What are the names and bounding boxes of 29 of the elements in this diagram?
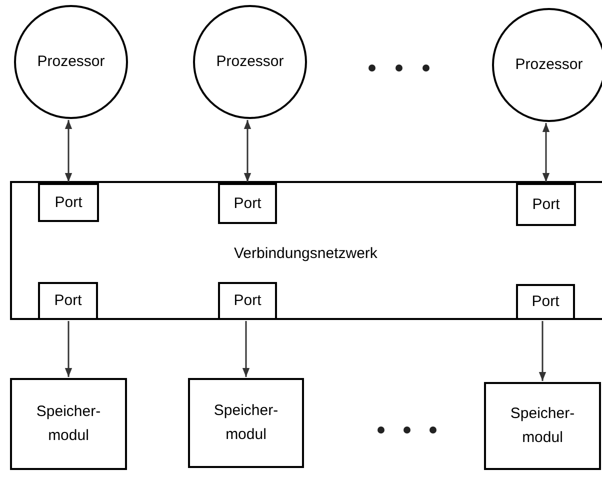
arrow: [64, 120, 72, 182]
port-box: [516, 284, 575, 320]
node-label: Port: [54, 291, 82, 311]
network-label: Verbindungsnetzwerk: [234, 244, 378, 264]
port-box: [516, 183, 576, 226]
memory-box: [188, 378, 304, 468]
port-box: [218, 183, 277, 224]
port-box: [218, 282, 277, 320]
memory-box: [10, 378, 127, 470]
node-label: Port: [532, 292, 560, 312]
node-label: Port: [54, 192, 82, 212]
memory-box: [484, 382, 601, 470]
node-label: Prozessor: [515, 55, 583, 75]
network-box: [10, 181, 602, 320]
port-box: [38, 183, 99, 222]
arrow: [244, 120, 252, 182]
node-label: Port: [234, 291, 262, 311]
arrow: [538, 321, 546, 381]
port-box: [38, 282, 98, 320]
node-label: Speicher- modul: [212, 401, 280, 445]
node-label: Prozessor: [216, 52, 284, 72]
arrow: [542, 123, 550, 182]
node-label: Speicher- modul: [35, 402, 102, 446]
arrow: [242, 321, 250, 377]
node-label: Port: [532, 194, 560, 214]
node-label: Port: [234, 194, 262, 214]
arrow: [64, 321, 72, 377]
node-label: Prozessor: [37, 52, 105, 72]
node-label: Speicher- modul: [509, 404, 576, 448]
